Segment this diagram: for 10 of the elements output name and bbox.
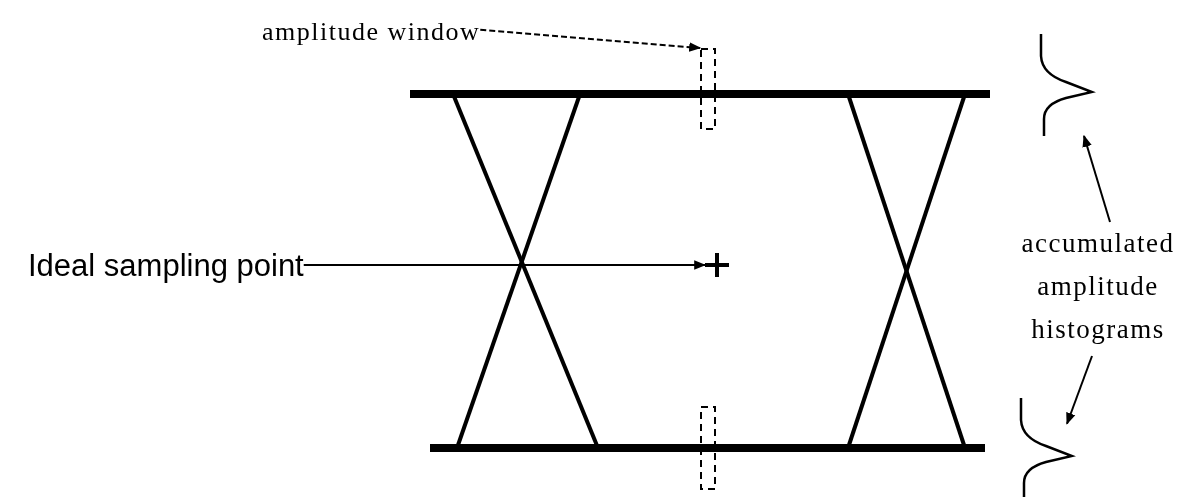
amplitude-window-marker [700,48,716,130]
sampling-point-cross-icon [705,253,729,277]
arrow [1066,355,1093,425]
arrow [479,28,702,52]
amplitude-window-marker [700,406,716,490]
arrow [302,260,707,270]
annotation-label: amplitude window [262,16,481,48]
annotation-label: Ideal sampling point [28,247,304,285]
annotation-label: accumulated amplitude histograms [1020,227,1176,346]
arrow [1082,134,1111,223]
